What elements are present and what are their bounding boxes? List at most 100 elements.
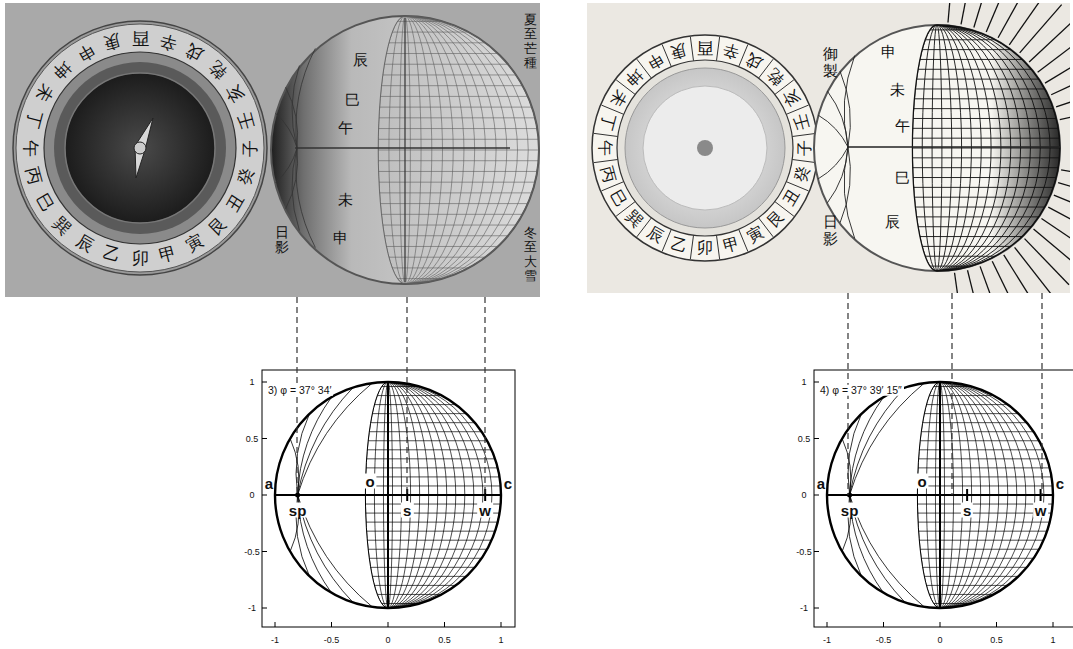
ring-inner-edge [617,60,793,236]
axis-line [387,382,389,608]
direction-character: 卯 [697,240,713,256]
meridian-curve [298,383,373,495]
meridian-curve [850,397,884,495]
sundial-inscription: 日影 [275,225,289,256]
ring-separator [716,235,719,259]
hour-line [389,16,405,284]
meridian-curve [850,383,925,495]
meridian-curve [286,87,298,148]
photo-ground [587,3,1070,293]
meridian-curve [298,495,373,607]
compass-well [643,86,767,210]
dashed-guide [406,297,407,495]
axis-tick [262,438,267,439]
direction-character: 庚 [101,31,122,52]
ring-separator [792,159,816,162]
axis-tick-label: -0.5 [244,547,260,556]
axis-tick [1053,622,1054,627]
dashed-guide [484,297,485,495]
sun-ray [1038,34,1070,73]
axis-tick [331,622,332,627]
direction-character: 酉 [132,30,149,47]
horizon-circle [827,382,1053,608]
ring-separator [690,235,693,259]
sun-ray [1060,105,1070,119]
ring-separator [690,37,693,61]
sun-ray [1056,86,1070,107]
axis-tick-label: 0 [385,636,390,645]
latitude-title: 3) φ = 37° 34′ [266,385,333,396]
meridian-curve [296,148,315,248]
point-letter: o [915,474,928,489]
direction-character: 丁 [23,109,44,130]
horizon-circle [275,382,501,608]
sun-ray [1004,255,1038,293]
ring-separator [716,37,719,61]
point-tick [966,489,968,501]
plot-frame [262,370,515,627]
dashed-guide [1041,293,1042,495]
sun-ray [955,273,964,293]
direction-character: 午 [22,140,39,157]
axis-tick [827,622,828,627]
sun-ray [992,261,1020,293]
axis-tick-label: -1 [800,604,808,613]
hour-mark: 未 [338,193,353,208]
ring-separator [594,159,618,162]
axis-tick-label: 1 [801,378,806,387]
compass-face [65,73,215,223]
ring-separators [594,37,816,259]
point-letter: c [504,476,512,491]
solar-term-column: 夏至芒種 [524,13,537,70]
axis-tick [996,622,997,627]
projection-lines [262,382,1053,627]
sundial-lines [271,16,539,284]
axis-tick [262,608,267,609]
direction-character: 子 [242,140,259,157]
axis-tick [814,438,819,439]
axis-tick [262,382,267,383]
hour-mark: 午 [895,119,910,134]
axis-tick-label: 0 [249,491,254,500]
axis-tick-label: 0 [801,491,806,500]
axis-tick-label: 0.5 [438,636,451,645]
sundial-lines [814,25,1060,271]
point-letter: c [1056,476,1064,491]
axis-tick-label: 0.5 [990,636,1003,645]
axis-tick [883,622,884,627]
compass-dish [625,68,785,228]
sundial-bowl [814,25,1060,271]
axis-tick [262,551,267,552]
meridian-curve [290,439,299,496]
point-letter: sp [839,503,861,518]
hour-line [405,16,496,284]
left-photo [5,3,540,297]
sun-ray [1015,247,1054,293]
hour-line [405,16,421,284]
axis-tick-label: -0.5 [324,636,340,645]
point-tick [1040,489,1042,501]
axis-tick [275,622,276,627]
gnomon-line [848,146,1060,148]
sun-ray [1051,68,1070,95]
hour-mark: 巳 [895,171,910,186]
axis-tick-label: -1 [823,636,831,645]
sun-ray [1061,170,1070,181]
meridian-curve [296,48,315,148]
direction-character: 卯 [132,250,149,267]
hour-line [405,16,410,284]
dashed-guide [296,297,297,495]
hour-line [405,16,475,284]
axis-tick-label: -0.5 [796,547,812,556]
declination-grid [827,382,1053,608]
solar-term-column: 冬至大雪 [524,226,537,283]
point-letter: w [477,503,493,518]
hour-mark: 巳 [345,93,360,108]
hour-line [405,16,528,284]
point-letter: s [961,503,973,518]
compass-needle [135,118,153,178]
axis-tick-label: -1 [271,636,279,645]
declination-grid [271,16,539,284]
direction-character: 午 [597,140,613,156]
sun-ray [1009,3,1046,45]
